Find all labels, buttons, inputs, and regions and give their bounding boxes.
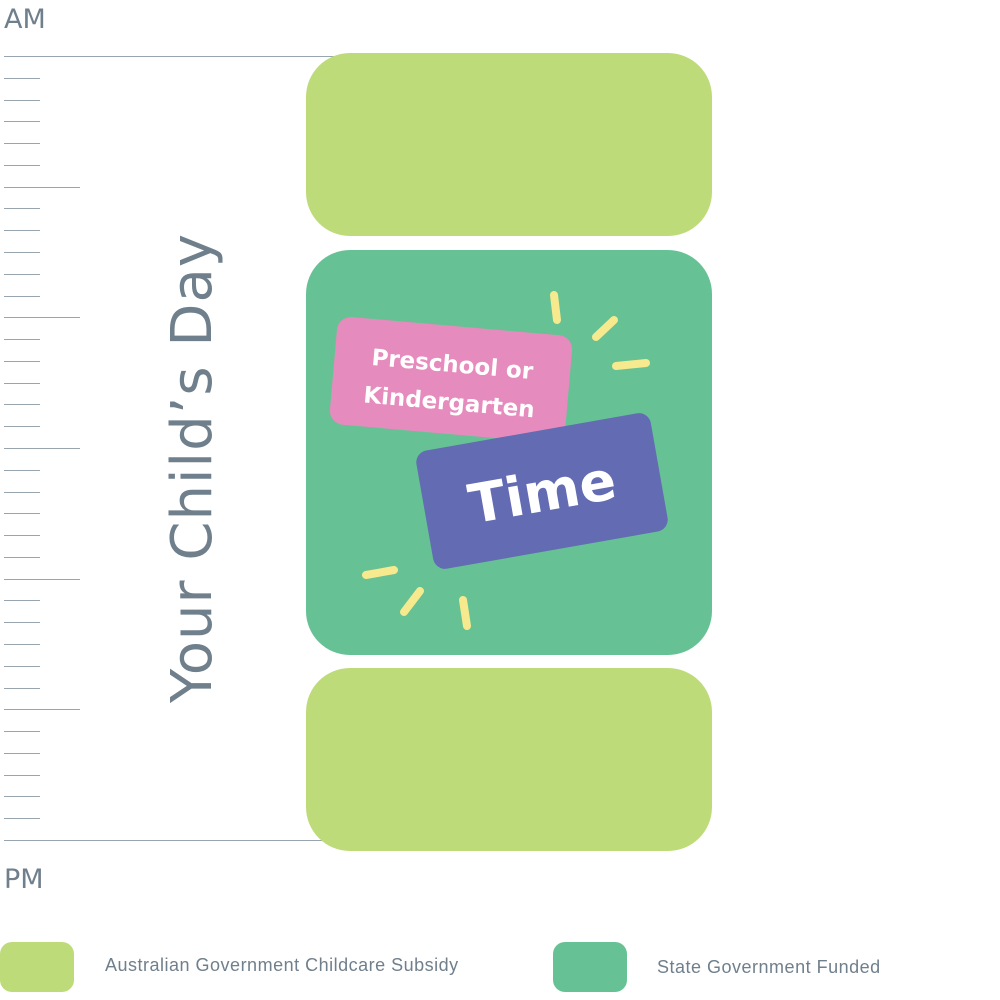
preschool-label-card: Preschool or Kindergarten xyxy=(329,317,573,443)
legend-label-state: State Government Funded xyxy=(657,957,881,977)
am-label: AM xyxy=(4,4,46,35)
sparkle-stroke xyxy=(612,359,650,370)
preschool-time-graphic: Preschool or Kindergarten Time xyxy=(329,291,668,630)
legend-swatch-state xyxy=(553,942,627,992)
sparkle-stroke xyxy=(362,566,398,579)
sparkle-stroke xyxy=(550,291,561,324)
pink-card-shape xyxy=(329,317,573,443)
page-title: Your Child’s Day xyxy=(160,233,225,703)
sparkle-burst-icon-top xyxy=(550,291,650,370)
time-ruler xyxy=(4,56,344,841)
purple-card-shape xyxy=(416,413,668,569)
afternoon-subsidy-block xyxy=(306,668,712,851)
sparkle-stroke xyxy=(459,596,471,630)
legend-label-subsidy: Australian Government Childcare Subsidy xyxy=(105,955,459,975)
pm-label: PM xyxy=(4,864,44,895)
sparkle-stroke xyxy=(400,587,424,616)
time-label-card: Time xyxy=(416,413,668,569)
sparkle-stroke xyxy=(592,316,618,341)
morning-subsidy-block xyxy=(306,53,712,236)
legend-swatch-subsidy xyxy=(0,942,74,992)
sparkle-burst-icon-bottom xyxy=(362,566,471,630)
